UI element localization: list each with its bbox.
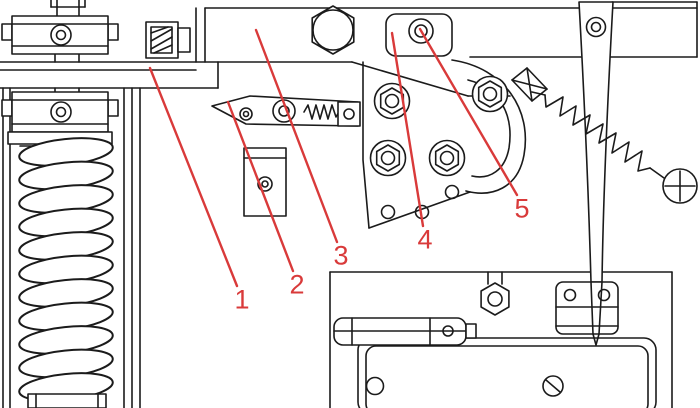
callout-leader-line-3 (254, 28, 339, 244)
spring-anchor (511, 67, 548, 102)
guide-rod (123, 87, 141, 408)
base-plate (329, 271, 673, 408)
hex-head-bolt (311, 5, 355, 55)
clamp-block (145, 21, 191, 59)
carriage-bolt (480, 271, 510, 316)
plate-hole (365, 376, 385, 396)
callout-leader-lines (148, 27, 519, 288)
callout-leader-line-4 (390, 31, 425, 228)
callout-leader-line-5 (418, 27, 519, 197)
callout-leader-line-1 (148, 66, 239, 288)
latch-plate (333, 317, 477, 346)
hand-lever (578, 1, 614, 283)
compression-spring (18, 137, 114, 402)
nut-washer-b (471, 75, 509, 113)
extension-spring (531, 91, 665, 179)
nut-washer-d (428, 139, 466, 177)
pivot-mount (385, 13, 453, 57)
callout-leader-line-2 (226, 100, 295, 273)
slotted-screw (542, 375, 564, 397)
foot-block (27, 393, 107, 408)
upper-bearing-block (1, 15, 119, 55)
hinge-bracket (555, 281, 619, 346)
nut-washer-c (369, 139, 407, 177)
adjust-screw (662, 168, 698, 204)
lower-bearing-block (1, 91, 119, 145)
guide-rail (0, 61, 219, 89)
